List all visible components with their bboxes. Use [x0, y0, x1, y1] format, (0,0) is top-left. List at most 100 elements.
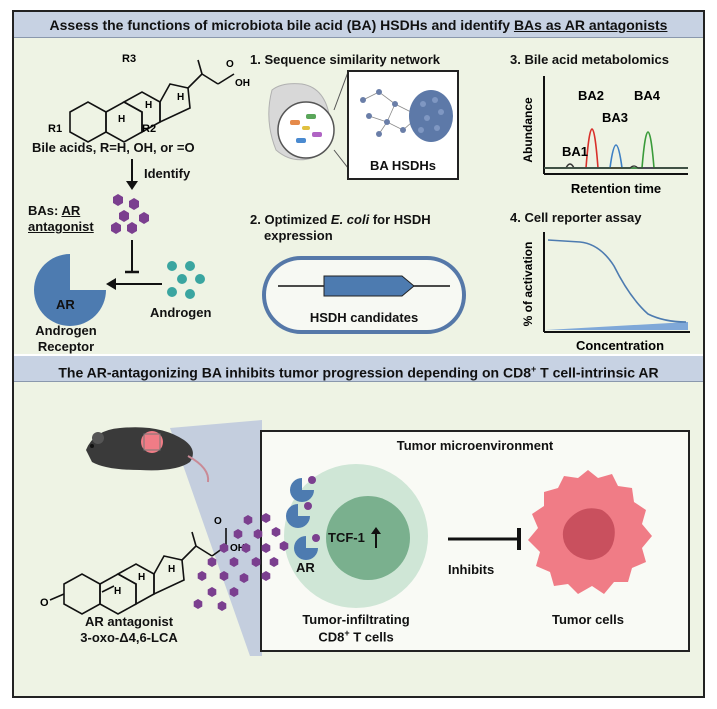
androgen-dots	[167, 261, 205, 299]
tcell-caption-line1: Tumor-infiltrating	[302, 612, 410, 627]
bas-label: BAs:	[28, 203, 62, 218]
similarity-network	[360, 89, 453, 142]
tcell-caption-line2: CD8+ T cells	[276, 628, 436, 644]
step4-title: 4. Cell reporter assay	[510, 210, 642, 225]
antagonist-structure: O OH O H H H	[40, 516, 245, 615]
hexagon-molecule	[261, 543, 271, 553]
hexagon-molecule	[229, 557, 239, 567]
reporter-chart: % of activation Concentration	[521, 232, 690, 353]
peak-ba1-label: BA1	[562, 144, 588, 159]
bile-acid-hexagons	[111, 194, 149, 234]
r1-label: R1	[48, 123, 62, 135]
step1-title: 1. Sequence similarity network	[250, 52, 441, 67]
gut-illustration	[268, 71, 348, 169]
hexagon-molecule	[207, 557, 217, 567]
hexagon-molecule	[243, 515, 253, 525]
hexagon-molecule	[219, 571, 229, 581]
tcf-up-arrow	[371, 527, 381, 548]
bottom-banner: The AR-antagonizing BA inhibits tumor pr…	[14, 356, 703, 382]
hexagon-molecule	[207, 587, 217, 597]
step2-title-suffix: for HSDH	[369, 212, 431, 227]
bottom-banner-text-b: T cell-intrinsic AR	[536, 364, 659, 381]
peak-ba4-label: BA4	[634, 88, 661, 103]
o-label: O	[226, 59, 234, 70]
top-banner-underlined: BAs as AR antagonists	[513, 17, 668, 33]
hexagon-molecule	[261, 513, 271, 523]
antagonist-h-3: H	[168, 564, 175, 575]
hexagon-molecule	[261, 571, 271, 581]
bile-acids-caption: Bile acids, R=H, OH, or =O	[32, 140, 195, 155]
top-banner-text: Assess the functions of microbiota bile …	[49, 17, 514, 33]
antagonist-h-1: H	[114, 586, 121, 597]
metabolomics-y-label: Abundance	[521, 97, 535, 163]
bottom-banner-sup: +	[530, 364, 537, 374]
bottom-banner-text: The AR-antagonizing BA inhibits tumor pr…	[58, 364, 531, 381]
reporter-y-label: % of activation	[521, 242, 535, 327]
androgen-receptor-shape	[34, 254, 106, 326]
concentration-wedge	[546, 322, 688, 330]
inhibition-line	[125, 240, 139, 274]
receptor-caption-line2: Receptor	[37, 339, 95, 354]
androgen-label: Androgen	[150, 305, 212, 320]
antagonist-o-top: O	[214, 516, 222, 527]
plasmid-caption: HSDH candidates	[309, 310, 419, 325]
hexagon-molecule	[279, 541, 289, 551]
inhibits-line	[448, 528, 521, 550]
network-caption: BA HSDHs	[370, 158, 436, 173]
r2-label: R2	[142, 123, 156, 135]
hsdh-gene-insert	[278, 275, 450, 297]
oh-label: OH	[235, 78, 250, 89]
bile-acid-structure: O OH R1 R2 R3 H H H	[48, 53, 250, 143]
tcell-caption-sup: +	[344, 628, 350, 638]
tcf-label: TCF-1	[328, 530, 365, 545]
reporter-x-label: Concentration	[576, 338, 664, 353]
tumor-cell	[528, 470, 652, 594]
tumor-caption: Tumor cells	[551, 612, 624, 627]
androgen-arrow	[106, 278, 162, 290]
antagonist-line1: AR antagonist	[84, 614, 174, 629]
top-banner: Assess the functions of microbiota bile …	[14, 12, 703, 38]
t-cell	[284, 464, 428, 608]
antagonist-h-2: H	[138, 572, 145, 583]
hexagon-molecule	[217, 601, 227, 611]
hexagon-molecule	[233, 529, 243, 539]
receptor-inner-label: AR	[56, 297, 75, 312]
peak-ba3-label: BA3	[602, 110, 628, 125]
tcell-ar-label: AR	[296, 560, 315, 575]
metabolomics-x-label: Retention time	[571, 181, 661, 196]
step2-title-prefix: 2. Optimized	[250, 212, 331, 227]
antagonist-hexagon-stream	[193, 513, 289, 611]
step2-title-italic: E. coli	[330, 212, 370, 227]
hexagon-molecule	[229, 587, 239, 597]
receptor-caption-line1: Androgen	[35, 323, 97, 338]
bas-ar-label: BAs: AR	[28, 203, 80, 218]
hexagon-molecule	[271, 527, 281, 537]
hexagon-molecule	[193, 599, 203, 609]
dose-response-curve	[547, 239, 687, 323]
step3-title: 3. Bile acid metabolomics	[510, 52, 669, 67]
peak-ba2-label: BA2	[578, 88, 604, 103]
baseline-bump	[544, 165, 688, 169]
antagonist-o-ketone: O	[40, 597, 49, 609]
h-label-2: H	[145, 100, 152, 111]
tcell-caption-cd8: CD8	[318, 629, 345, 645]
h-label-1: H	[118, 114, 125, 125]
metabolomics-chart: Abundance BA1 BA2 BA3 BA4 Retention time	[521, 76, 688, 196]
mouse-illustration	[86, 427, 210, 483]
microenvironment-title: Tumor microenvironment	[396, 438, 554, 453]
antagonist-label: antagonist	[28, 219, 94, 234]
identify-label: Identify	[144, 166, 191, 181]
hexagon-molecule	[197, 571, 207, 581]
peak-ba3-line	[544, 144, 688, 169]
zoom-wedge	[170, 420, 262, 656]
hexagon-molecule	[251, 557, 261, 567]
figure-frame	[12, 10, 705, 698]
ar-label: AR	[61, 203, 81, 218]
peak-ba2-line	[544, 128, 688, 169]
peak-ba4-line	[544, 131, 688, 169]
hexagon-molecule	[239, 573, 249, 583]
r3-label: R3	[122, 53, 136, 65]
hexagon-molecule	[269, 557, 279, 567]
antagonist-oh: OH	[230, 543, 245, 554]
inhibits-label: Inhibits	[448, 562, 495, 577]
